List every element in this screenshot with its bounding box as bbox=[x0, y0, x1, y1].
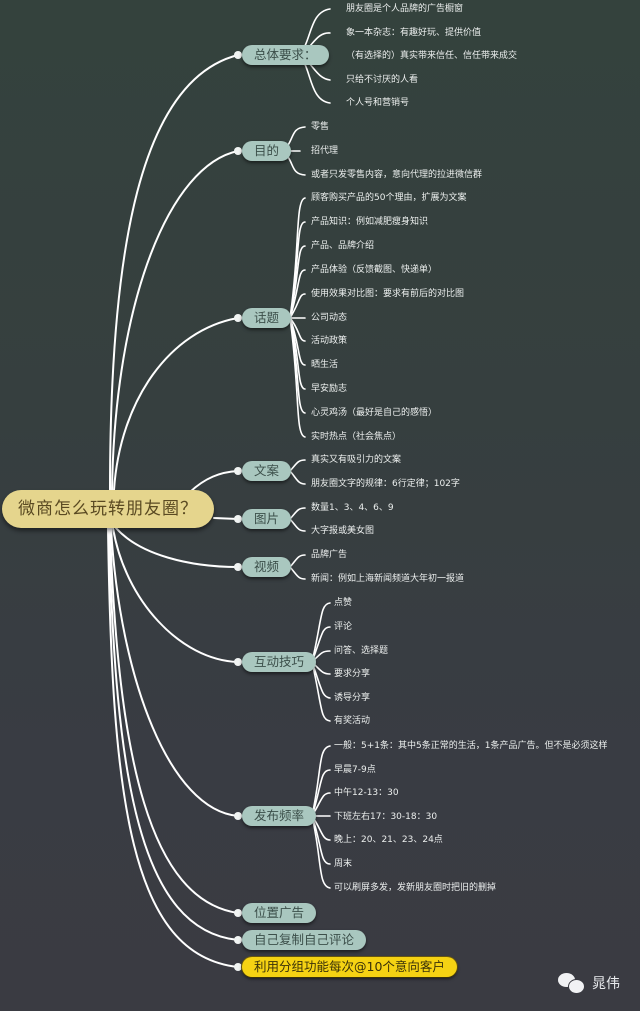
leaf-item[interactable]: 早晨7-9点 bbox=[334, 765, 376, 775]
connector-dot bbox=[234, 467, 242, 475]
topic-label: 图片 bbox=[254, 511, 280, 526]
root-node[interactable]: 微商怎么玩转朋友圈？ bbox=[2, 490, 214, 528]
topic-label: 位置广告 bbox=[254, 905, 305, 920]
leaf-item[interactable]: 个人号和营销号 bbox=[346, 98, 410, 108]
leaf-item[interactable]: 诱导分享 bbox=[334, 693, 371, 703]
root-label: 微商怎么玩转朋友圈？ bbox=[18, 499, 198, 519]
connector-dot bbox=[234, 936, 242, 944]
connector-dot bbox=[234, 147, 242, 155]
topic-location-ads[interactable]: 位置广告 bbox=[242, 903, 317, 923]
leaf-item[interactable]: 产品知识：例如减肥瘦身知识 bbox=[311, 217, 429, 227]
leaf-item[interactable]: 晚上：20、21、23、24点 bbox=[334, 835, 443, 845]
topic-label: 总体要求： bbox=[254, 47, 317, 62]
leaf-item[interactable]: 点赞 bbox=[334, 598, 353, 608]
leaf-item[interactable]: 要求分享 bbox=[334, 669, 371, 679]
connector-dot bbox=[234, 515, 242, 523]
topic-label: 发布频率 bbox=[254, 808, 305, 823]
leaf-item[interactable]: 朋友圈是个人品牌的广告橱窗 bbox=[346, 4, 464, 14]
leaf-item[interactable]: 零售 bbox=[311, 122, 330, 132]
leaf-item[interactable]: （有选择的）真实带来信任、信任带来成交 bbox=[346, 51, 518, 61]
topic-label: 自己复制自己评论 bbox=[254, 932, 355, 947]
leaf-item[interactable]: 可以刷屏多发，发新朋友圈时把旧的删掉 bbox=[334, 883, 497, 893]
leaf-item[interactable]: 公司动态 bbox=[311, 313, 348, 323]
leaf-item[interactable]: 只给不讨厌的人看 bbox=[346, 75, 419, 85]
watermark: 晁伟 bbox=[558, 972, 620, 994]
connector-dot bbox=[234, 658, 242, 666]
leaf-item[interactable]: 顾客购买产品的50个理由，扩展为文案 bbox=[311, 193, 467, 203]
leaf-item[interactable]: 晒生活 bbox=[311, 360, 339, 370]
topic-video[interactable]: 视频 bbox=[242, 557, 292, 577]
topic-self-comment[interactable]: 自己复制自己评论 bbox=[242, 930, 367, 950]
connector-dot bbox=[234, 963, 242, 971]
topic-overall-requirements[interactable]: 总体要求： bbox=[242, 45, 329, 65]
topic-label: 文案 bbox=[254, 463, 280, 478]
leaf-item[interactable]: 新闻：例如上海新闻频道大年初一报道 bbox=[311, 574, 465, 584]
leaf-item[interactable]: 使用效果对比图：要求有前后的对比图 bbox=[311, 289, 465, 299]
topic-posting-frequency[interactable]: 发布频率 bbox=[242, 806, 317, 826]
leaf-item[interactable]: 早安励志 bbox=[311, 384, 348, 394]
topic-label: 视频 bbox=[254, 559, 280, 574]
connector-dot bbox=[234, 909, 242, 917]
leaf-item[interactable]: 问答、选择题 bbox=[334, 646, 389, 656]
leaf-item[interactable]: 产品体验（反馈截图、快递单） bbox=[311, 265, 438, 275]
topic-images[interactable]: 图片 bbox=[242, 509, 292, 529]
leaf-item[interactable]: 象一本杂志：有趣好玩、提供价值 bbox=[346, 28, 482, 38]
connector-dot bbox=[234, 812, 242, 820]
topic-label: 利用分组功能每次@10个意向客户 bbox=[254, 959, 445, 974]
leaf-item[interactable]: 朋友圈文字的规律：6行定律；102字 bbox=[311, 479, 460, 489]
topic-label: 目的 bbox=[254, 143, 280, 158]
connector-dot bbox=[234, 563, 242, 571]
connector-dot bbox=[234, 51, 242, 59]
leaf-item[interactable]: 大字报或美女图 bbox=[311, 526, 375, 536]
leaf-item[interactable]: 中午12-13：30 bbox=[334, 788, 399, 798]
topic-purpose[interactable]: 目的 bbox=[242, 141, 292, 161]
leaf-item[interactable]: 评论 bbox=[334, 622, 353, 632]
leaf-item[interactable]: 招代理 bbox=[311, 146, 339, 156]
topic-group-mention[interactable]: 利用分组功能每次@10个意向客户 bbox=[242, 957, 457, 977]
leaf-item[interactable]: 一般：5+1条：其中5条正常的生活，1条产品广告。但不是必须这样 bbox=[334, 741, 608, 751]
connector-dot bbox=[234, 314, 242, 322]
leaf-item[interactable]: 或者只发零售内容，意向代理的拉进微信群 bbox=[311, 170, 483, 180]
leaf-item[interactable]: 心灵鸡汤（最好是自己的感悟） bbox=[311, 408, 438, 418]
leaf-item[interactable]: 实时热点（社会焦点） bbox=[311, 432, 402, 442]
leaf-item[interactable]: 真实又有吸引力的文案 bbox=[311, 455, 402, 465]
leaf-item[interactable]: 下班左右17：30-18：30 bbox=[334, 812, 438, 822]
watermark-author: 晁伟 bbox=[592, 976, 620, 992]
leaf-item[interactable]: 数量1、3、4、6、9 bbox=[311, 503, 394, 513]
topic-topics[interactable]: 话题 bbox=[242, 308, 292, 328]
topic-copywriting[interactable]: 文案 bbox=[242, 461, 292, 481]
topic-interaction-tips[interactable]: 互动技巧 bbox=[242, 652, 317, 672]
topic-label: 互动技巧 bbox=[254, 654, 305, 669]
leaf-item[interactable]: 有奖活动 bbox=[334, 716, 371, 726]
leaf-item[interactable]: 活动政策 bbox=[311, 336, 348, 346]
wechat-icon bbox=[558, 972, 588, 994]
leaf-item[interactable]: 周末 bbox=[334, 859, 353, 869]
leaf-item[interactable]: 产品、品牌介绍 bbox=[311, 241, 375, 251]
topic-label: 话题 bbox=[254, 310, 280, 325]
leaf-item[interactable]: 品牌广告 bbox=[311, 550, 348, 560]
